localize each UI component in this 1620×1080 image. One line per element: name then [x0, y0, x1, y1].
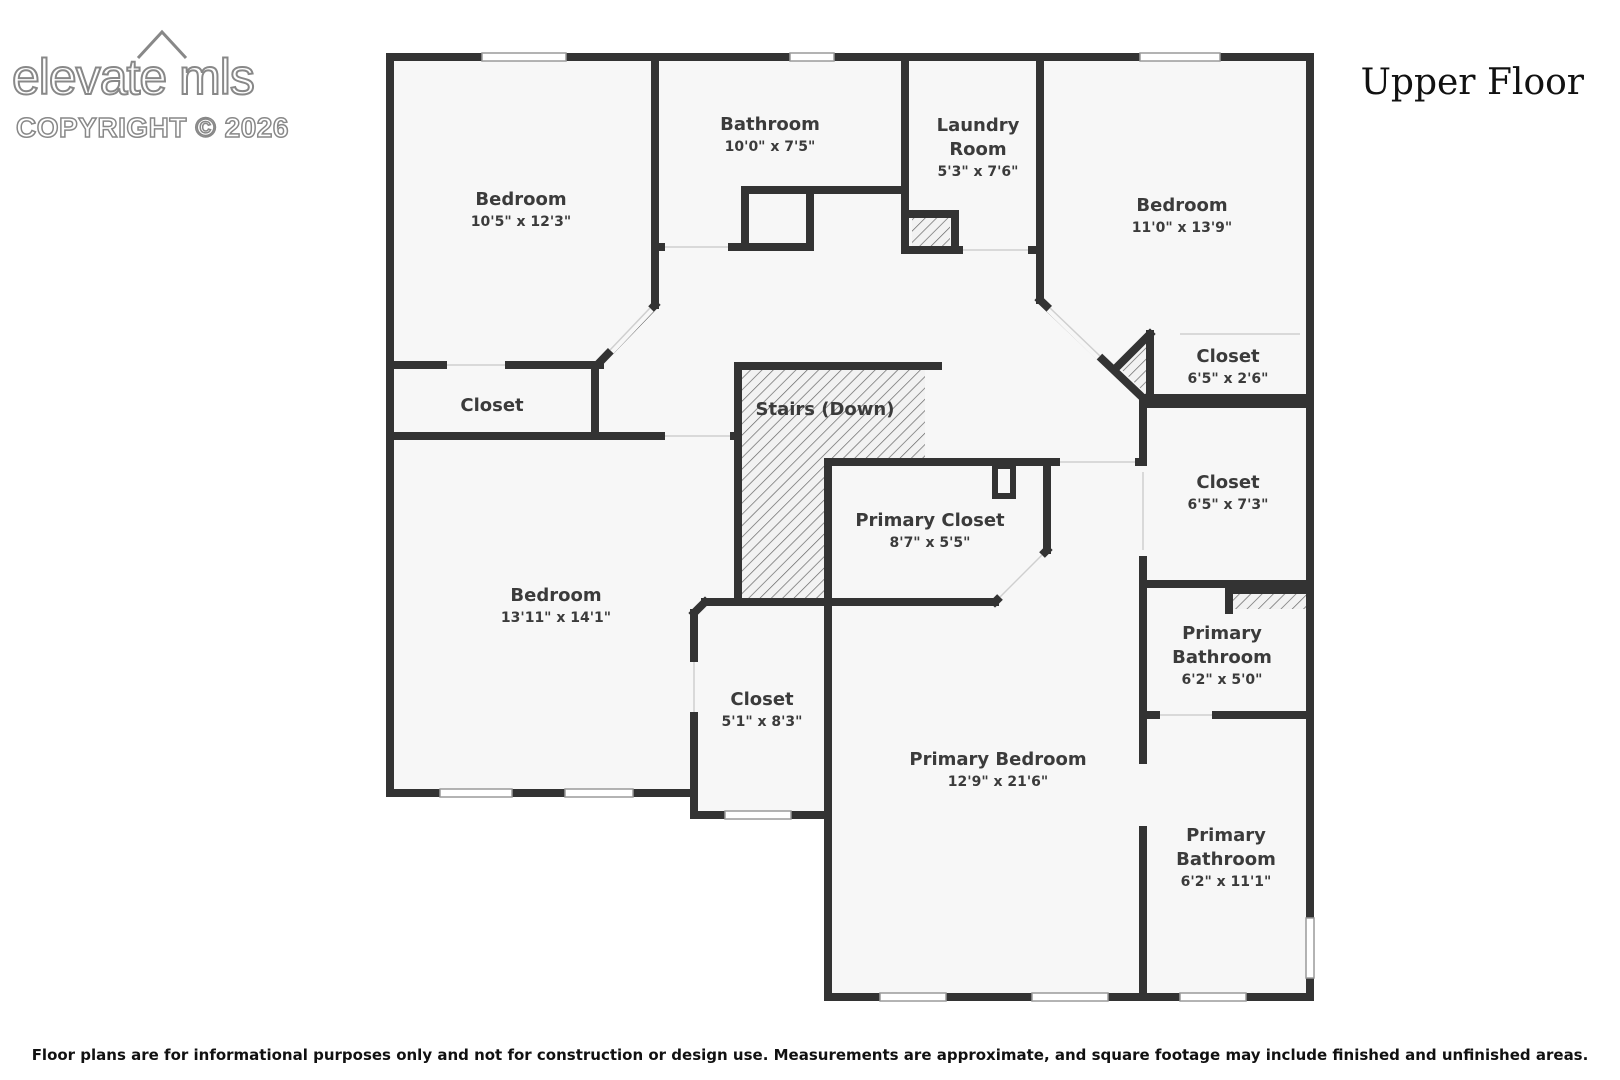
room-dims: 10'5" x 12'3"	[470, 214, 572, 230]
room-primary-bath-2: Primary Bathroom 6'2" x 11'1"	[1176, 824, 1276, 892]
room-dims: 6'2" x 11'1"	[1180, 874, 1272, 890]
room-dims: 6'2" x 5'0"	[1181, 672, 1263, 688]
room-laundry: Laundry Room 5'3" x 7'6"	[937, 114, 1020, 182]
roof-chevron-icon	[136, 29, 188, 60]
windows	[439, 52, 1315, 1002]
room-name: Primary Closet	[855, 510, 1005, 531]
room-dims: 13'11" x 14'1"	[500, 610, 612, 626]
room-name: Primary Bathroom	[1176, 825, 1276, 870]
room-closet-e: Closet 6'5" x 7'3"	[1188, 471, 1269, 515]
primary-closet-column	[992, 463, 1016, 499]
room-dims: 5'3" x 7'6"	[937, 164, 1019, 180]
room-bathroom: Bathroom 10'0" x 7'5"	[720, 113, 820, 157]
room-name: Bedroom	[510, 585, 602, 606]
door-sills	[447, 246, 1300, 716]
room-name: Bedroom	[475, 189, 567, 210]
laundry-chute-hatch	[912, 214, 950, 248]
room-primary-closet: Primary Closet 8'7" x 5'5"	[855, 509, 1004, 553]
room-name: Closet	[460, 395, 524, 416]
room-name: Bedroom	[1136, 195, 1228, 216]
shelf-hatch	[1231, 593, 1307, 609]
room-name: Primary Bedroom	[909, 749, 1087, 770]
room-bedroom-ne: Bedroom 11'0" x 13'9"	[1132, 194, 1232, 238]
room-dims: 11'0" x 13'9"	[1131, 220, 1233, 236]
room-name: Stairs (Down)	[755, 399, 895, 420]
room-dims: 6'5" x 7'3"	[1187, 497, 1269, 513]
room-closet-ne: Closet 6'5" x 2'6"	[1188, 345, 1269, 389]
room-stairs: Stairs (Down)	[756, 398, 895, 422]
room-name: Bathroom	[720, 114, 820, 135]
disclaimer: Floor plans are for informational purpos…	[31, 1046, 1589, 1064]
floor-title: Upper Floor	[1360, 62, 1584, 103]
room-bedroom-nw: Bedroom 10'5" x 12'3"	[471, 188, 571, 232]
room-name: Closet	[1196, 472, 1260, 493]
room-dims: 12'9" x 21'6"	[947, 774, 1049, 790]
room-dims: 8'7" x 5'5"	[889, 535, 971, 551]
elevate-mls-logo	[10, 22, 320, 152]
logo-copyright: COPYRIGHT © 2026	[15, 111, 289, 144]
closet-corner-hatch	[1120, 338, 1150, 398]
room-primary-bath-1: Primary Bathroom 6'2" x 5'0"	[1172, 622, 1272, 690]
room-dims: 5'1" x 8'3"	[721, 714, 803, 730]
logo-brand: elevate mls	[11, 49, 256, 105]
room-name: Primary Bathroom	[1172, 623, 1272, 668]
room-bedroom-sw: Bedroom 13'11" x 14'1"	[501, 584, 611, 628]
room-name: Closet	[1196, 346, 1260, 367]
room-closet-s: Closet 5'1" x 8'3"	[722, 688, 803, 732]
room-name: Laundry Room	[936, 115, 1020, 160]
room-name: Closet	[730, 689, 794, 710]
room-dims: 10'0" x 7'5"	[724, 139, 816, 155]
room-closet-w: Closet	[460, 394, 523, 418]
room-dims: 6'5" x 2'6"	[1187, 371, 1269, 387]
room-primary-bedroom: Primary Bedroom 12'9" x 21'6"	[909, 748, 1086, 792]
stairs-notch-fill	[830, 462, 927, 602]
